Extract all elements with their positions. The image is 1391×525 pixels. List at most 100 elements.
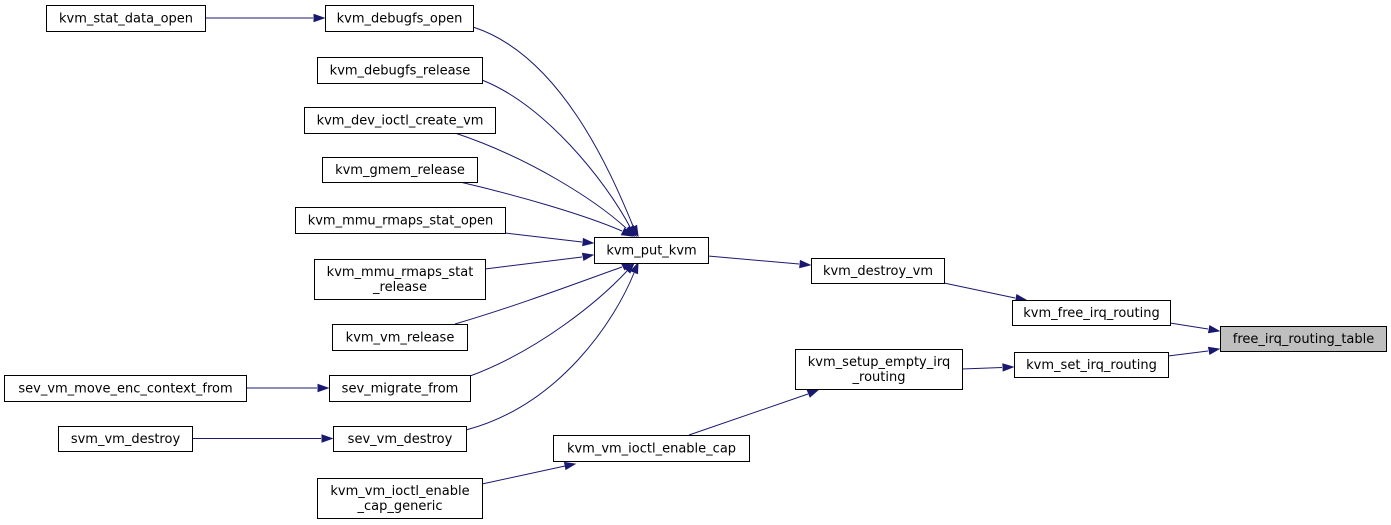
edge-line — [688, 393, 809, 436]
edge-kvm-destroy-vm-to-kvm-free-irq-routing — [943, 282, 1028, 303]
node-label: kvm_mmu_rmaps_stat — [327, 265, 474, 280]
edge-line — [1167, 350, 1209, 357]
node-kvm-mmu-rmaps-stat-release[interactable]: kvm_mmu_rmaps_stat_release — [314, 259, 486, 300]
node-sev-vm-move-enc-context-from[interactable]: sev_vm_move_enc_context_from — [4, 375, 247, 402]
edge-line — [472, 26, 634, 227]
arrow-head-icon — [581, 252, 595, 262]
node-label: kvm_debugfs_open — [337, 12, 463, 27]
edge-sev-migrate-from-to-kvm-put-kvm — [469, 261, 635, 377]
edge-line — [469, 270, 628, 377]
edge-line — [459, 181, 623, 232]
arrow-head-icon — [1002, 363, 1015, 372]
edge-line — [465, 272, 635, 431]
arrow-head-icon — [630, 261, 639, 275]
node-box — [317, 478, 483, 519]
node-box — [1012, 300, 1171, 326]
arrow-head-icon — [799, 259, 812, 269]
node-label: kvm_dev_ioctl_create_vm — [317, 114, 484, 129]
node-box — [295, 207, 506, 234]
edge-kvm-mmu-rmaps-stat-release-to-kvm-put-kvm — [484, 252, 595, 270]
node-free-irq-routing-table: free_irq_routing_table — [1220, 326, 1387, 352]
edge-kvm-stat-data-open-to-kvm-debugfs-open — [205, 13, 326, 23]
node-box — [333, 426, 467, 452]
node-label: svm_vm_destroy — [71, 432, 181, 447]
node-label: _release — [372, 280, 427, 295]
node-sev-vm-destroy[interactable]: sev_vm_destroy — [333, 426, 467, 452]
node-box — [329, 375, 471, 402]
edge-line — [454, 266, 623, 325]
edge-kvm-debugfs-open-to-kvm-put-kvm — [472, 26, 639, 238]
node-kvm-dev-ioctl-create-vm[interactable]: kvm_dev_ioctl_create_vm — [304, 107, 496, 134]
node-kvm-mmu-rmaps-stat-open[interactable]: kvm_mmu_rmaps_stat_open — [295, 207, 506, 234]
edge-kvm-mmu-rmaps-stat-open-to-kvm-put-kvm — [504, 232, 595, 247]
node-label: free_irq_routing_table — [1233, 332, 1375, 347]
node-svm-vm-destroy[interactable]: svm_vm_destroy — [58, 426, 193, 452]
node-box — [58, 426, 193, 452]
node-kvm-vm-release[interactable]: kvm_vm_release — [332, 324, 468, 351]
node-label: sev_migrate_from — [342, 382, 459, 397]
node-label: kvm_set_irq_routing — [1026, 358, 1157, 373]
edge-kvm-setup-empty-irq-routing-to-kvm-set-irq-routing — [961, 363, 1015, 372]
edge-svm-vm-destroy-to-sev-vm-destroy — [192, 434, 334, 443]
edge-line — [481, 79, 631, 228]
node-kvm-vm-ioctl-enable-cap-generic[interactable]: kvm_vm_ioctl_enable_cap_generic — [317, 478, 483, 519]
node-label: kvm_free_irq_routing — [1023, 306, 1159, 321]
edges-layer — [192, 13, 1221, 485]
node-kvm-gmem-release[interactable]: kvm_gmem_release — [322, 157, 478, 183]
node-label: kvm_destroy_vm — [823, 264, 933, 279]
edge-line — [481, 465, 566, 485]
node-label: kvm_debugfs_release — [330, 64, 471, 79]
edge-line — [961, 367, 1003, 370]
node-kvm-put-kvm[interactable]: kvm_put_kvm — [594, 237, 709, 264]
node-box — [304, 107, 496, 134]
node-label: kvm_vm_ioctl_enable — [330, 484, 469, 499]
node-label: kvm_vm_ioctl_enable_cap — [567, 442, 736, 457]
node-label: _cap_generic — [357, 499, 443, 514]
nodes-layer: free_irq_routing_table kvm_free_irq_routi… — [4, 5, 1387, 519]
arrow-head-icon — [313, 13, 326, 23]
node-label: kvm_setup_empty_irq — [808, 355, 950, 370]
node-kvm-vm-ioctl-enable-cap[interactable]: kvm_vm_ioctl_enable_cap — [553, 435, 750, 462]
edge-sev-vm-move-enc-context-from-to-sev-migrate-from — [246, 383, 330, 393]
node-box — [317, 57, 483, 84]
edge-kvm-free-irq-routing-to-free-irq-routing-table — [1169, 322, 1221, 334]
node-box — [811, 258, 945, 284]
node-kvm-destroy-vm[interactable]: kvm_destroy_vm — [811, 258, 945, 284]
node-box — [314, 259, 486, 300]
arrow-head-icon — [582, 237, 595, 247]
arrow-head-icon — [1207, 324, 1221, 334]
node-label: sev_vm_destroy — [348, 432, 453, 447]
arrow-head-icon — [1207, 346, 1221, 356]
edge-line — [943, 282, 1016, 299]
edge-line — [454, 132, 627, 229]
node-box — [332, 324, 468, 351]
node-box — [553, 435, 750, 462]
node-kvm-set-irq-routing[interactable]: kvm_set_irq_routing — [1014, 352, 1169, 378]
edge-kvm-set-irq-routing-to-free-irq-routing-table — [1167, 346, 1221, 357]
node-label: _routing — [852, 370, 906, 385]
node-label: kvm_put_kvm — [606, 244, 696, 259]
edge-line — [707, 255, 800, 265]
arrow-head-icon — [321, 434, 334, 443]
node-kvm-setup-empty-irq-routing[interactable]: kvm_setup_empty_irq_routing — [795, 349, 963, 390]
node-label: kvm_stat_data_open — [59, 12, 193, 27]
edge-kvm-put-kvm-to-kvm-destroy-vm — [707, 255, 812, 269]
node-box — [795, 349, 963, 390]
node-kvm-debugfs-open[interactable]: kvm_debugfs_open — [325, 5, 474, 32]
node-label: kvm_vm_release — [346, 331, 455, 346]
node-sev-migrate-from[interactable]: sev_migrate_from — [329, 375, 471, 402]
arrow-head-icon — [317, 383, 330, 393]
node-box — [4, 375, 247, 402]
arrow-head-icon — [563, 461, 577, 471]
edge-line — [1169, 322, 1209, 330]
edge-line — [504, 232, 583, 243]
edge-kvm-vm-ioctl-enable-cap-to-kvm-setup-empty-irq-routing — [688, 389, 820, 436]
node-kvm-stat-data-open[interactable]: kvm_stat_data_open — [46, 5, 206, 32]
node-box — [594, 237, 709, 264]
node-kvm-debugfs-release[interactable]: kvm_debugfs_release — [317, 57, 483, 84]
arrow-head-icon — [620, 227, 634, 237]
node-label: sev_vm_move_enc_context_from — [18, 382, 232, 397]
node-box — [46, 5, 206, 32]
node-kvm-free-irq-routing[interactable]: kvm_free_irq_routing — [1012, 300, 1171, 326]
